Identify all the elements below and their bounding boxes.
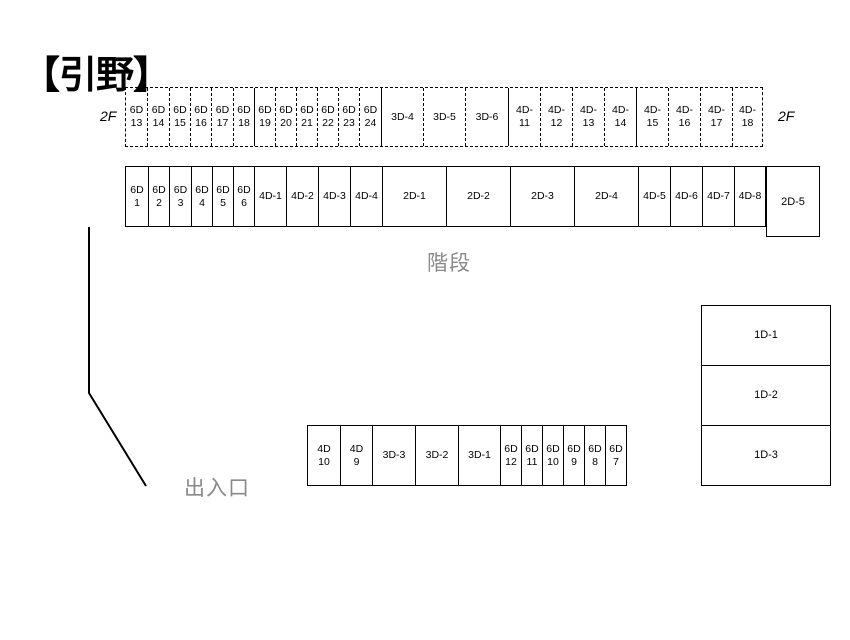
storage-unit-6d-23[interactable]: 6D 23 xyxy=(338,88,359,146)
storage-unit-2d-1[interactable]: 2D-1 xyxy=(382,167,446,226)
storage-unit-6d-6[interactable]: 6D 6 xyxy=(233,167,254,226)
storage-unit-3d-2[interactable]: 3D-2 xyxy=(415,426,458,485)
storage-unit-6d-14[interactable]: 6D 14 xyxy=(147,88,169,146)
storage-unit-6d-2[interactable]: 6D 2 xyxy=(148,167,169,226)
storage-unit-4d-17[interactable]: 4D- 17 xyxy=(700,88,732,146)
storage-stack-1d: 1D-1 1D-2 1D-3 xyxy=(701,305,831,486)
storage-unit-4d-8[interactable]: 4D-8 xyxy=(734,167,765,226)
entrance-label: 出入口 xyxy=(184,476,250,500)
storage-unit-3d-4[interactable]: 3D-4 xyxy=(381,88,423,146)
storage-unit-4d-1[interactable]: 4D-1 xyxy=(254,167,286,226)
storage-unit-6d-8[interactable]: 6D 8 xyxy=(584,426,605,485)
storage-unit-3d-5[interactable]: 3D-5 xyxy=(423,88,465,146)
storage-unit-6d-1[interactable]: 6D 1 xyxy=(130,183,144,209)
floor-label-right: 2F xyxy=(778,108,795,124)
storage-unit-4d-16[interactable]: 4D- 16 xyxy=(668,88,700,146)
storage-unit-4d-2[interactable]: 4D-2 xyxy=(286,167,318,226)
storage-unit-4d-11[interactable]: 4D- 11 xyxy=(508,88,540,146)
storage-unit-4d-4[interactable]: 4D-4 xyxy=(350,167,382,226)
storage-unit-6d-9[interactable]: 6D 9 xyxy=(563,426,584,485)
storage-unit-6d-4[interactable]: 6D 4 xyxy=(191,167,212,226)
storage-unit-6d-3[interactable]: 6D 3 xyxy=(169,167,191,226)
storage-unit-4d-14[interactable]: 4D- 14 xyxy=(604,88,636,146)
storage-unit-3d-6[interactable]: 3D-6 xyxy=(465,88,508,146)
storage-unit-6d-15[interactable]: 6D 15 xyxy=(169,88,190,146)
storage-unit-6d-17[interactable]: 6D 17 xyxy=(211,88,233,146)
storage-unit-6d-13[interactable]: 6D 13 xyxy=(129,104,144,129)
storage-unit-1d-2[interactable]: 1D-2 xyxy=(702,365,830,425)
floor-label-left: 2F xyxy=(100,108,117,124)
storage-unit-6d-7[interactable]: 6D 7 xyxy=(605,426,626,485)
storage-unit-4d-5[interactable]: 4D-5 xyxy=(638,167,670,226)
storage-unit-1d-1[interactable]: 1D-1 xyxy=(754,329,778,341)
storage-unit-6d-10[interactable]: 6D 10 xyxy=(542,426,563,485)
storage-unit-4d-10[interactable]: 4D 10 xyxy=(317,442,331,468)
storage-unit-4d-9[interactable]: 4D 9 xyxy=(340,426,372,485)
storage-unit-4d-15[interactable]: 4D- 15 xyxy=(636,88,668,146)
storage-unit-6d-11[interactable]: 6D 11 xyxy=(521,426,542,485)
storage-unit-2d-5[interactable]: 2D-5 xyxy=(766,166,820,237)
storage-unit-4d-13[interactable]: 4D- 13 xyxy=(572,88,604,146)
storage-unit-6d-21[interactable]: 6D 21 xyxy=(296,88,317,146)
storage-unit-6d-12[interactable]: 6D 12 xyxy=(500,426,521,485)
storage-unit-6d-20[interactable]: 6D 20 xyxy=(275,88,296,146)
storage-unit-6d-5[interactable]: 6D 5 xyxy=(212,167,233,226)
storage-unit-6d-24[interactable]: 6D 24 xyxy=(359,88,381,146)
storage-unit-1d-3[interactable]: 1D-3 xyxy=(702,425,830,485)
storage-unit-6d-22[interactable]: 6D 22 xyxy=(317,88,338,146)
storage-unit-3d-3[interactable]: 3D-3 xyxy=(372,426,415,485)
storage-unit-4d-3[interactable]: 4D-3 xyxy=(318,167,350,226)
storage-unit-2d-2[interactable]: 2D-2 xyxy=(446,167,510,226)
storage-unit-4d-6[interactable]: 4D-6 xyxy=(670,167,702,226)
storage-unit-6d-18[interactable]: 6D 18 xyxy=(233,88,254,146)
storage-unit-6d-16[interactable]: 6D 16 xyxy=(190,88,211,146)
storage-unit-4d-18[interactable]: 4D- 18 xyxy=(732,88,762,146)
storage-unit-2d-4[interactable]: 2D-4 xyxy=(574,167,638,226)
storage-unit-2d-3[interactable]: 2D-3 xyxy=(510,167,574,226)
storage-unit-3d-1[interactable]: 3D-1 xyxy=(458,426,500,485)
storage-unit-6d-19[interactable]: 6D 19 xyxy=(254,88,275,146)
stairs-label: 階段 xyxy=(427,251,471,275)
storage-unit-4d-12[interactable]: 4D- 12 xyxy=(540,88,572,146)
storage-unit-4d-7[interactable]: 4D-7 xyxy=(702,167,734,226)
